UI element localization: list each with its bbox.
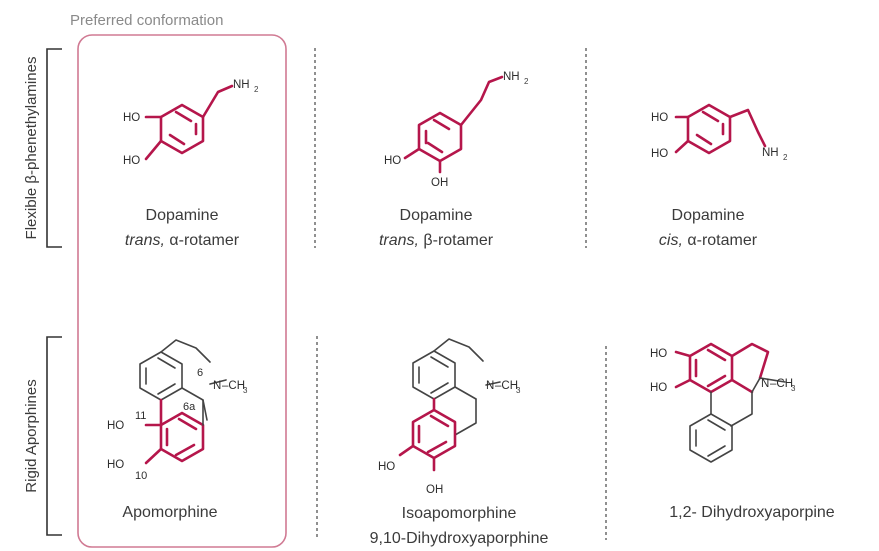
molecule-dopamine-cis-alpha (674, 103, 767, 155)
compound-conformation: cis, α-rotamer (659, 232, 758, 249)
compound-name: Dopamine (672, 207, 745, 224)
atom-nh2: NH (233, 79, 250, 91)
atom-n: N (761, 378, 769, 390)
position-6: 6 (197, 367, 203, 379)
atom-ho: HO (384, 155, 401, 167)
atom-n: N (486, 380, 494, 392)
preferred-conformation-label: Preferred conformation (70, 12, 223, 29)
rotamer-label: β-rotamer (423, 232, 493, 249)
atom-methyl: –CH (495, 380, 518, 392)
molecule-isoapomorphine (398, 338, 501, 472)
atom-nh2: NH (762, 147, 779, 159)
atom-ho: HO (650, 348, 667, 360)
compound-conformation: trans, α-rotamer (125, 232, 240, 249)
atom-ho: HO (650, 382, 667, 394)
molecule-dopamine-trans-beta (403, 75, 504, 174)
atom-nh2: NH (503, 71, 520, 83)
row-bracket-top (46, 48, 62, 248)
molecule-dopamine-trans-alpha (144, 84, 234, 161)
compound-name: Isoapomorphine (402, 505, 517, 522)
conformation-qualifier: trans, (379, 232, 419, 249)
compound-name: Dopamine (400, 207, 473, 224)
rotamer-label: α-rotamer (687, 232, 757, 249)
atom-ho: HO (107, 420, 124, 432)
atom-subscript: 2 (254, 85, 259, 94)
rotamer-label: α-rotamer (169, 232, 239, 249)
row-label-flexible: Flexible β-phenethylamines (23, 57, 40, 240)
conformation-qualifier: cis, (659, 232, 683, 249)
compound-name: Apomorphine (122, 504, 217, 521)
atom-ho: HO (378, 461, 395, 473)
atom-ho: HO (123, 155, 140, 167)
atom-n: N (213, 380, 221, 392)
atom-ho: HO (123, 112, 140, 124)
atom-oh: OH (426, 484, 443, 496)
atom-methyl: –CH (222, 380, 245, 392)
compound-name: Dopamine (146, 207, 219, 224)
compound-conformation: trans, β-rotamer (379, 232, 494, 249)
molecule-apomorphine (139, 339, 227, 465)
position-6a: 6a (183, 401, 196, 413)
position-10: 10 (135, 470, 147, 482)
atom-ho: HO (651, 148, 668, 160)
row-label-rigid: Rigid Aporphines (23, 379, 40, 492)
conformation-qualifier: trans, (125, 232, 165, 249)
atom-ho: HO (651, 112, 668, 124)
atom-subscript: 3 (791, 384, 796, 393)
preferred-conformation-box (77, 34, 287, 548)
atom-subscript: 3 (516, 386, 521, 395)
row-bracket-bottom (46, 336, 62, 536)
atom-methyl: –CH (770, 378, 793, 390)
compound-alt-name: 9,10-Dihydroxyaporphine (370, 530, 549, 547)
atom-subscript: 2 (783, 153, 788, 162)
atom-subscript: 2 (524, 77, 529, 86)
atom-oh: OH (431, 177, 448, 189)
position-11: 11 (135, 410, 146, 422)
atom-ho: HO (107, 459, 124, 471)
molecule-dihydroxyaporphine (674, 342, 786, 463)
atom-subscript: 3 (243, 386, 248, 395)
compound-name: 1,2- Dihydroxyaporpine (669, 504, 835, 521)
